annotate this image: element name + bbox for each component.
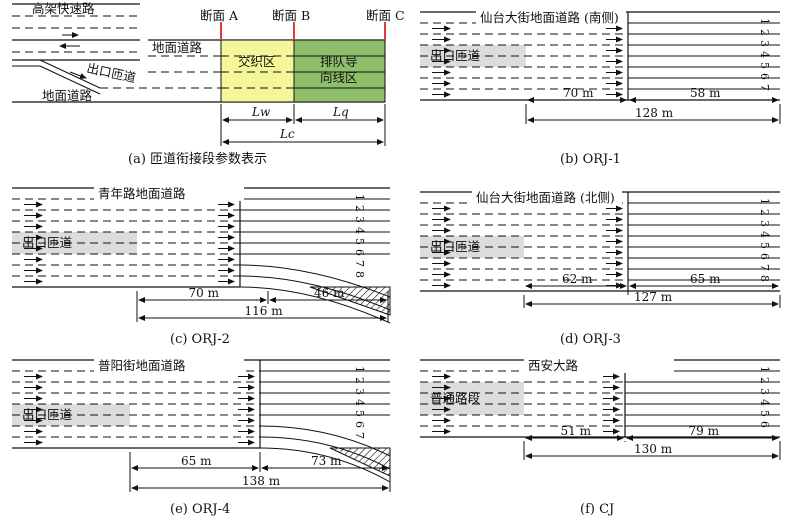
lane-number: 3 <box>353 388 366 395</box>
dim-label-total: 127 m <box>634 290 673 304</box>
surface-road-bottom-label: 地面道路 <box>42 88 93 103</box>
lane-number: 4 <box>353 399 366 406</box>
dim-label-1: 70 m <box>189 286 220 300</box>
lane-number: 4 <box>353 227 366 234</box>
elevated-road-label: 高架快速路 <box>32 1 95 16</box>
lc-label: Lc <box>279 127 295 141</box>
road-label: 仙台大街地面道路 (南侧) <box>480 10 619 25</box>
road-label: 仙台大街地面道路 (北侧) <box>476 190 615 205</box>
road-label-bg <box>472 191 622 205</box>
dim-label-1: 51 m <box>561 424 592 438</box>
lane-number: 1 <box>353 194 366 201</box>
lane-number: 8 <box>353 271 366 278</box>
lq-label: Lq <box>332 105 349 119</box>
road-label-bg <box>476 11 626 25</box>
ramp-label: 出口匝道 <box>430 48 481 63</box>
weaving-zone <box>220 39 295 103</box>
lane-number: 7 <box>353 260 366 267</box>
lw-label: Lw <box>251 105 271 119</box>
lane-number: 1 <box>353 366 366 373</box>
road-label: 普阳街地面道路 <box>98 358 186 373</box>
lane-number: 6 <box>758 73 771 80</box>
lane-number: 5 <box>758 242 771 249</box>
section-c-label: 断面 C <box>366 8 405 23</box>
lane-number: 3 <box>758 388 771 395</box>
lane-number: 6 <box>758 421 771 428</box>
road-label: 青年路地面道路 <box>98 186 186 201</box>
dim-label-2: 46 m <box>314 286 345 300</box>
weaving-zone-label: 交织区 <box>238 54 276 69</box>
dim-label-2: 79 m <box>689 424 720 438</box>
ramp-area <box>12 232 137 254</box>
section-b-label: 断面 B <box>272 8 310 23</box>
exit-ramp-label: 出口匝道 <box>85 60 138 85</box>
lane-number: 7 <box>758 264 771 271</box>
panel-caption: (d) ORJ-3 <box>560 332 621 347</box>
queue-zone-label-1: 排队导 <box>320 54 358 69</box>
lane-number: 1 <box>758 18 771 25</box>
dim-label-1: 65 m <box>181 454 212 468</box>
road-label-bg <box>94 187 244 201</box>
lane-number: 3 <box>353 216 366 223</box>
dim-label-total: 116 m <box>245 304 284 318</box>
caption-a: (a) 匝道衔接段参数表示 <box>128 151 267 167</box>
lane-number: 6 <box>353 249 366 256</box>
lane-number: 2 <box>758 29 771 36</box>
panel-caption: (e) ORJ-4 <box>170 502 230 517</box>
lane-number: 8 <box>758 275 771 282</box>
surface-road-top-label: 地面道路 <box>152 40 203 55</box>
panel-a: 高架快速路 出口匝道 地面道路 地面道路 交织区 排队导 向线区 <box>12 1 405 167</box>
lane-number: 6 <box>353 421 366 428</box>
lane-number: 5 <box>758 410 771 417</box>
dim-label-1: 70 m <box>563 86 594 100</box>
lane-number: 2 <box>353 205 366 212</box>
dim-label-total: 128 m <box>635 106 674 120</box>
road-label-bg <box>524 359 674 373</box>
dim-label-1: 62 m <box>562 272 593 286</box>
ramp-label: 出口匝道 <box>22 235 73 250</box>
panel-caption: (f) CJ <box>580 502 614 517</box>
lane-number: 4 <box>758 51 771 58</box>
lane-number: 4 <box>758 231 771 238</box>
dim-label-total: 138 m <box>242 474 281 488</box>
lane-number: 3 <box>758 220 771 227</box>
lane-number: 1 <box>758 366 771 373</box>
lane-number: 6 <box>758 253 771 260</box>
lane-number: 5 <box>353 410 366 417</box>
dim-label-2: 65 m <box>690 272 721 286</box>
queue-zone-label-2: 向线区 <box>320 70 358 85</box>
lane-curve <box>259 447 391 483</box>
panel-caption: (c) ORJ-2 <box>170 332 230 347</box>
ramp-label: 普通路段 <box>430 391 480 406</box>
lane-number: 1 <box>758 198 771 205</box>
panel-d: 1 2 3 4 5 6 7 8 仙台大街地面道路 (北侧) 出口匝道 62 m 65 m 127 m (d… <box>420 190 781 347</box>
dim-label-2: 58 m <box>690 86 721 100</box>
lane-number: 7 <box>758 84 771 91</box>
lane-number: 4 <box>758 399 771 406</box>
dim-label-2: 73 m <box>311 454 342 468</box>
lane-number: 3 <box>758 40 771 47</box>
panel-b: 1 2 3 4 5 6 7 仙台大街地面道路 (南侧) 出口匝道 70 m 58 m 128 m (b)… <box>420 10 781 167</box>
road-label-bg <box>94 359 244 373</box>
lane-number: 2 <box>758 377 771 384</box>
dim-label-total: 130 m <box>634 442 673 456</box>
road-label: 西安大路 <box>528 358 579 373</box>
panel-caption: (b) ORJ-1 <box>560 152 621 167</box>
lane-number: 5 <box>758 62 771 69</box>
ramp-label: 出口匝道 <box>430 239 481 254</box>
lane-number: 2 <box>758 209 771 216</box>
section-a-label: 断面 A <box>200 8 239 23</box>
lane-number: 5 <box>353 238 366 245</box>
lane-number: 2 <box>353 377 366 384</box>
lane-number: 7 <box>353 432 366 439</box>
queue-zone <box>293 39 386 103</box>
ramp-label: 出口匝道 <box>22 407 73 422</box>
